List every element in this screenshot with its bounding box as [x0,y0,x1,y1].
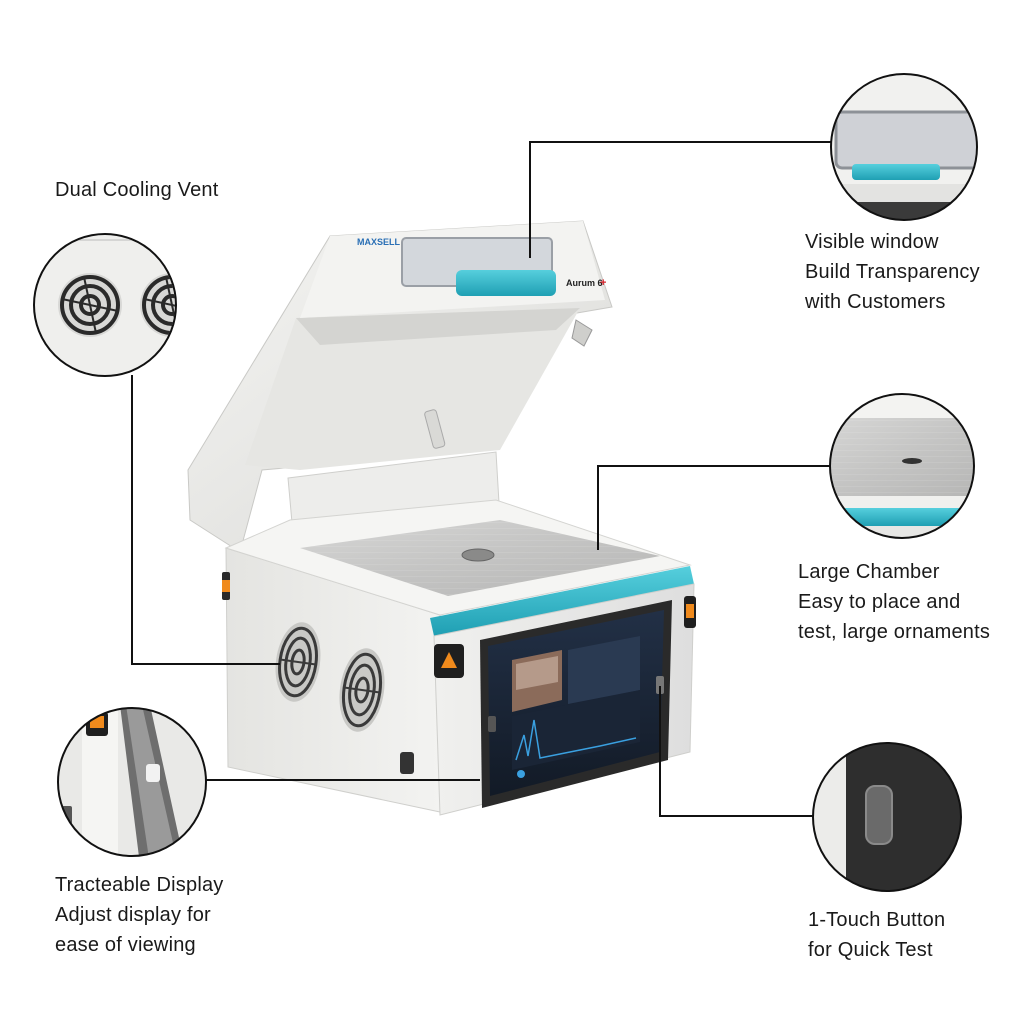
callout-line: with Customers [805,291,946,313]
callout-line: test, large ornaments [798,621,991,643]
detail-display [57,707,207,857]
fan-left [275,622,321,702]
radiation-warning-left [434,644,464,678]
radiation-warning-right [684,596,696,628]
callout-line: Build Transparency [805,261,980,283]
lid-prop [424,409,446,449]
callout-line: Large Chamber [798,561,940,583]
callout-line: Dual Cooling Vent [55,179,219,201]
callout-line: Tracteable Display [55,874,224,896]
model-mark: + [600,277,606,289]
touch-display[interactable] [480,600,672,808]
callout-line: for Quick Test [808,939,933,961]
lid-handle [456,270,556,296]
detail-visible-window [830,73,978,221]
callout-line: Adjust display for [55,904,211,926]
fan-right [339,648,385,732]
model-name: Aurum 6 [566,278,603,288]
callout-large-chamber: Large Chamber Easy to place and test, la… [798,557,990,647]
spectrum-line [515,719,637,761]
lid: MAXSELL Aurum 6 + [187,220,613,553]
callout-one-touch-button: 1-Touch Button for Quick Test [808,905,945,965]
callout-cooling-vent: Dual Cooling Vent [55,175,219,205]
detail-large-chamber [829,393,975,539]
chamber-aperture [461,548,495,562]
connector-lines [131,141,831,817]
detail-one-touch-button [812,742,962,892]
accent-band [430,566,694,636]
detail-cooling-vent [33,233,177,377]
quick-test-button[interactable] [865,785,893,845]
brand-logo: MAXSELL [357,237,401,247]
callout-line: Visible window [805,231,939,253]
callout-line: Easy to place and [798,591,961,613]
callout-display: Tracteable Display Adjust display for ea… [55,870,223,960]
callout-visible-window: Visible window Build Transparency with C… [805,227,980,317]
callout-line: 1-Touch Button [808,909,946,931]
power-button[interactable] [400,752,414,774]
callout-line: ease of viewing [55,934,196,956]
lid-hinge [571,319,593,347]
